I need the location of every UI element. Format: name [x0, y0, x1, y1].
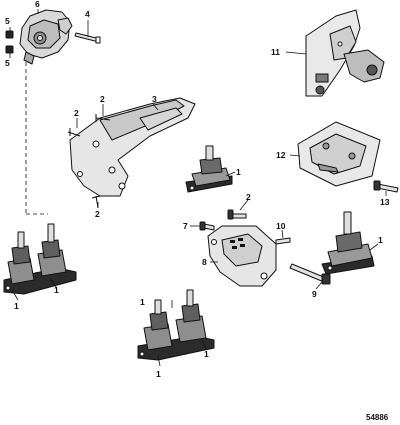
callout-4: 4: [85, 9, 90, 19]
bolt: [67, 114, 111, 209]
callout-1: 1: [236, 167, 241, 177]
callout-10: 10: [276, 221, 286, 231]
reference-number: 54886: [366, 413, 389, 422]
callout-1: 1: [14, 301, 19, 311]
callout-1: 1: [140, 297, 145, 307]
leader-lines: [9, 9, 387, 367]
callout-2: 2: [246, 192, 251, 202]
callout-7: 7: [183, 221, 188, 231]
callout-labels: 5 5 6 4 3 2 2 2 11 12 13 1 2 7 10 8 9 1 …: [5, 0, 390, 422]
callout-11: 11: [271, 47, 280, 57]
mounting-stud: [74, 32, 101, 44]
callout-5: 5: [5, 58, 10, 68]
callout-12: 12: [276, 150, 286, 160]
dual-engine-mount: [137, 289, 215, 361]
bolt: [373, 180, 399, 193]
callout-8: 8: [202, 257, 207, 267]
callout-1: 1: [54, 285, 59, 295]
callout-3: 3: [152, 94, 157, 104]
callout-2: 2: [100, 94, 105, 104]
callout-2: 2: [74, 108, 79, 118]
bolt: [5, 30, 14, 54]
long-bolt: [289, 263, 331, 285]
engine-mount: [185, 145, 233, 193]
callout-1: 1: [378, 235, 383, 245]
callout-1: 1: [156, 369, 161, 379]
callout-2: 2: [95, 209, 100, 219]
callout-6: 6: [35, 0, 40, 9]
dual-engine-mount: [3, 223, 77, 295]
callout-9: 9: [312, 289, 317, 299]
stud: [275, 237, 291, 245]
power-unit-assembly: [19, 9, 73, 65]
callout-5: 5: [5, 16, 10, 26]
callout-1: 1: [204, 349, 209, 359]
callout-13: 13: [380, 197, 390, 207]
support-bracket: [297, 121, 381, 187]
mounting-bracket: [69, 97, 196, 197]
electrical-bracket-assembly: [305, 9, 385, 97]
engine-mount: [321, 211, 375, 275]
adapter-plate: [207, 225, 277, 287]
